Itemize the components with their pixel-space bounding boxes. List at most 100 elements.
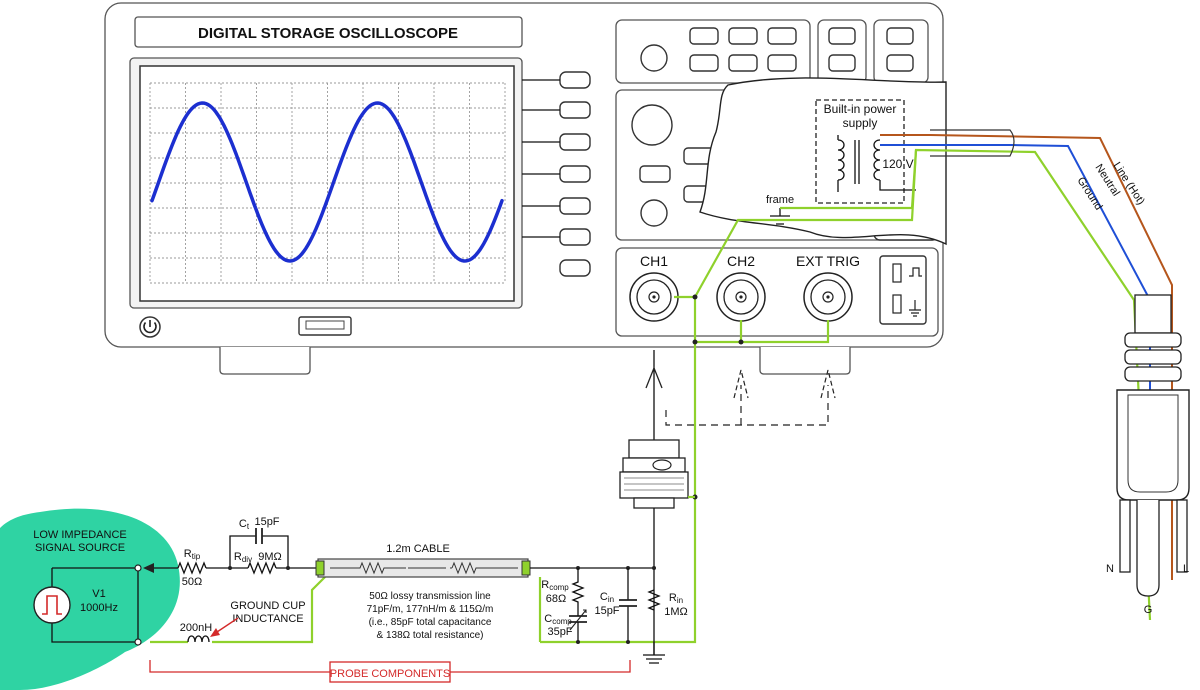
ground-cup-arrow <box>213 617 239 635</box>
knob-3[interactable] <box>640 199 668 227</box>
key-b1[interactable] <box>828 27 856 45</box>
r-tip-name: Rtip <box>184 548 201 561</box>
usb-icon <box>305 320 345 330</box>
prong-g-label: G <box>1144 604 1153 616</box>
softkey-2[interactable] <box>559 101 591 119</box>
softkey-3[interactable] <box>559 133 591 151</box>
scope-foot-left <box>219 347 311 375</box>
ground-label: Ground <box>1074 175 1104 212</box>
signal-arrow <box>645 366 663 389</box>
ground-network <box>150 149 918 644</box>
probe-components-bracket: PROBE COMPONENTS <box>149 660 631 683</box>
softkey-7[interactable] <box>559 259 591 277</box>
c-comp-name: Ccomp <box>544 613 572 626</box>
screen-grid <box>149 82 506 284</box>
c-t-name: Ct <box>239 518 250 531</box>
r-in-value: 1MΩ <box>664 606 688 618</box>
ground-cup-label-2: INDUCTANCE <box>232 613 303 625</box>
key-a5[interactable] <box>728 54 758 72</box>
ch2-bnc-connector[interactable] <box>716 272 766 322</box>
title-plate <box>134 16 523 48</box>
sine-trace <box>150 101 504 263</box>
r-comp-value: 68Ω <box>546 593 566 605</box>
c-comp-value: 35pF <box>547 626 572 638</box>
source-name: V1 <box>92 588 105 600</box>
r-div-name: Rdiv <box>234 551 252 564</box>
key-d1[interactable] <box>639 165 671 183</box>
key-a2[interactable] <box>728 27 758 45</box>
power-supply: Built-in power supply 120 V frame <box>766 99 916 225</box>
r-tip-value: 50Ω <box>182 576 202 588</box>
c-in-name: Cin <box>600 591 614 604</box>
softkey-1[interactable] <box>559 71 591 89</box>
ch1-label: CH1 <box>640 253 668 269</box>
r-in-resistor <box>647 589 661 611</box>
softkeys <box>522 71 591 277</box>
scope-title: DIGITAL STORAGE OSCILLOSCOPE <box>198 25 458 42</box>
key-b2[interactable] <box>828 54 856 72</box>
ch1-bnc-connector[interactable] <box>629 272 679 322</box>
probe-comp-terminals <box>879 255 927 325</box>
key-a3[interactable] <box>767 27 797 45</box>
transformer-core <box>854 140 860 184</box>
ground-prong <box>1136 500 1160 597</box>
cal-terminal[interactable] <box>892 263 902 283</box>
r-div-resistor <box>247 561 277 575</box>
probe-tip-network: Rtip 50Ω Ct 15pF Rdiv 9MΩ 200nH GROUND C… <box>143 516 318 643</box>
ground-cup-inductor <box>187 635 210 643</box>
r-comp-name: Rcomp <box>541 579 569 592</box>
softkey-6[interactable] <box>559 228 591 246</box>
chassis-ground-icon <box>643 642 665 664</box>
cable-desc-2: 71pF/m, 177nH/m & 115Ω/m <box>367 604 494 615</box>
probe-bnc-plug <box>619 350 695 655</box>
r-comp-resistor <box>571 568 585 612</box>
cal-ground-terminal[interactable] <box>892 294 902 314</box>
line-prong <box>1176 499 1188 573</box>
ground-cup-label-1: GROUND CUP <box>230 600 305 612</box>
key-a6[interactable] <box>767 54 797 72</box>
transformer-primary <box>837 135 845 192</box>
cable-label: 1.2m CABLE <box>386 543 450 555</box>
alt-connection-arrows <box>665 369 836 426</box>
r-div-value: 9MΩ <box>258 551 282 563</box>
ch2-label: CH2 <box>727 253 755 269</box>
signal-source: LOW IMPEDANCE SIGNAL SOURCE V1 1000Hz <box>0 508 180 690</box>
r-tip-resistor <box>177 561 207 575</box>
key-c2[interactable] <box>886 54 914 72</box>
knob-2[interactable] <box>631 104 673 146</box>
pulse-icon <box>42 595 62 615</box>
frame-label: frame <box>766 194 794 206</box>
cable-desc-3: (i.e., 85pF total capacitance <box>369 617 492 628</box>
scope-foot-right <box>759 347 851 375</box>
square-wave-icon <box>909 267 922 277</box>
scope-input-network: Rcomp 68Ω Ccomp 35pF Cin 15pF Rin 1MΩ <box>530 566 688 664</box>
softkey-4[interactable] <box>559 165 591 183</box>
key-a1[interactable] <box>689 27 719 45</box>
ground-icon <box>909 300 921 317</box>
oscilloscope: DIGITAL STORAGE OSCILLOSCOPE <box>104 2 947 375</box>
power-supply-label-1: Built-in power <box>824 102 897 116</box>
probe-cable: 1.2m CABLE 50Ω lossy transmission line 7… <box>315 543 531 641</box>
knob-1[interactable] <box>640 44 668 72</box>
ext-trig-bnc-connector[interactable] <box>803 272 853 322</box>
line-hot-wire <box>880 134 1173 580</box>
c-in-value: 15pF <box>594 605 619 617</box>
prong-l-label: L <box>1183 563 1189 575</box>
inductance-value: 200nH <box>180 622 212 634</box>
neutral-wire <box>880 144 1151 550</box>
connector-panel <box>615 247 939 337</box>
prong-n-label: N <box>1106 563 1114 575</box>
key-c1[interactable] <box>886 27 914 45</box>
c-t-value: 15pF <box>254 516 279 528</box>
source-title-1: LOW IMPEDANCE <box>33 529 127 541</box>
c-in-capacitor <box>619 599 637 607</box>
source-symbol <box>33 586 71 624</box>
frame-ground-icon <box>770 208 790 225</box>
control-panel-a <box>615 19 811 84</box>
softkey-5[interactable] <box>559 197 591 215</box>
key-a4[interactable] <box>689 54 719 72</box>
cable-desc-4: & 138Ω total resistance) <box>377 630 484 641</box>
screen <box>139 65 515 302</box>
source-freq: 1000Hz <box>80 602 118 614</box>
power-supply-box <box>815 99 905 204</box>
